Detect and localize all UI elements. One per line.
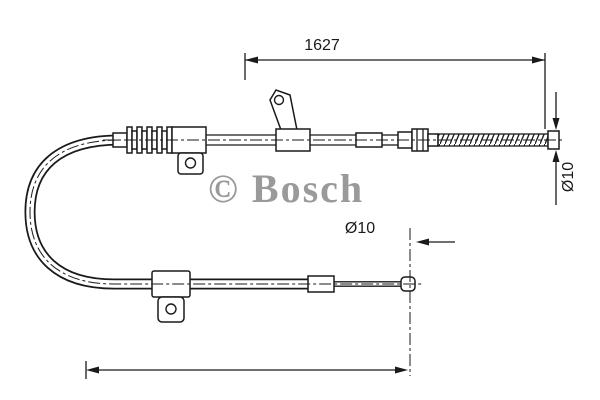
watermark-text: © Bosch <box>208 166 364 211</box>
dimension-diameter-right: Ø10 <box>552 92 577 205</box>
dimension-diameter-bottom: Ø10 <box>345 220 455 376</box>
cable-top-run <box>206 134 398 146</box>
length-dimension-label: 1627 <box>304 37 340 54</box>
cable-rod <box>334 281 403 287</box>
dimension-overall-length: 1627 <box>244 37 546 129</box>
cable-curve <box>24 134 310 290</box>
watermark: © Bosch <box>208 166 364 211</box>
center-lines <box>29 139 562 285</box>
dimension-bottom-length <box>85 361 408 379</box>
bottom-diameter-label: Ø10 <box>345 220 375 237</box>
mounting-tab-bracket <box>269 89 311 152</box>
right-diameter-label: Ø10 <box>560 162 577 192</box>
lower-clamp-bracket <box>151 270 191 323</box>
mounting-bracket-top <box>171 126 207 175</box>
